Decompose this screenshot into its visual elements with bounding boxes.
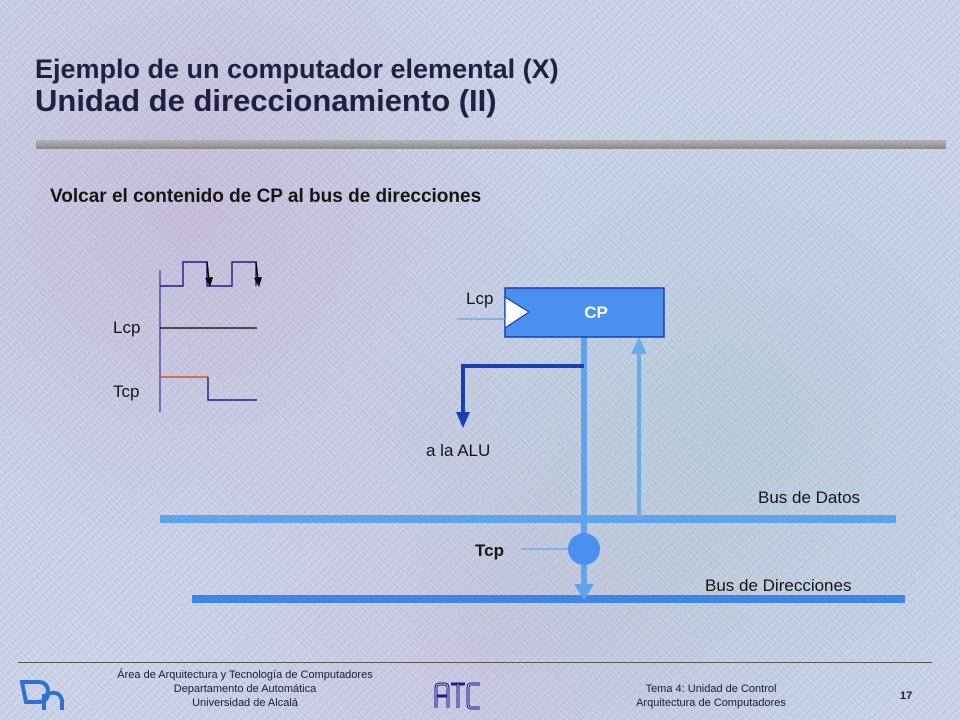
slide-title: Ejemplo de un computador elemental (X) U…: [35, 54, 559, 119]
alu-label: a la ALU: [426, 441, 490, 460]
register-label: CP: [584, 303, 608, 322]
timing-label-lcp: Lcp: [113, 318, 140, 337]
footer-subject: Arquitectura de Computadores: [636, 697, 786, 709]
data-bus-label: Bus de Datos: [758, 488, 860, 507]
clock-edge-arrow-1: [205, 261, 213, 287]
load-label: Lcp: [466, 289, 493, 308]
data-bus-to-cp-arrow: [631, 337, 647, 519]
clock-edge-arrow-2: [254, 261, 262, 287]
clock-input-triangle: [504, 295, 531, 330]
title-line-2: Unidad de direccionamiento (II): [35, 83, 497, 118]
title-line-1: Ejemplo de un computador elemental (X): [35, 54, 559, 84]
footer-topic: Tema 4: Unidad de Control: [645, 683, 777, 695]
timing-label-tcp: Tcp: [113, 382, 139, 401]
atc-logo: [434, 682, 480, 710]
tcp-waveform-low: [207, 377, 257, 401]
footer-institution: Área de Arquitectura y Tecnología de Com…: [60, 668, 430, 710]
footer-area: Área de Arquitectura y Tecnología de Com…: [117, 669, 373, 681]
cp-register: CP: [504, 287, 665, 338]
department-logo: [19, 680, 64, 710]
footer-department: Departamento de Automática: [173, 683, 317, 695]
footer-course: Tema 4: Unidad de Control Arquitectura d…: [600, 682, 822, 710]
address-bus-label: Bus de Direcciones: [705, 576, 851, 595]
footer-divider: [18, 662, 932, 663]
slide-subtitle: Volcar el contenido de CP al bus de dire…: [50, 186, 482, 207]
timing-diagram: Lcp Tcp: [113, 261, 262, 412]
alu-path: [456, 364, 584, 428]
tri-state-label: Tcp: [475, 541, 504, 560]
page-number: 17: [900, 690, 913, 702]
footer-university: Universidad de Alcalá: [192, 697, 298, 709]
clock-waveform: [160, 261, 257, 287]
title-divider: [36, 140, 946, 149]
tri-state-buffer: [568, 533, 600, 565]
